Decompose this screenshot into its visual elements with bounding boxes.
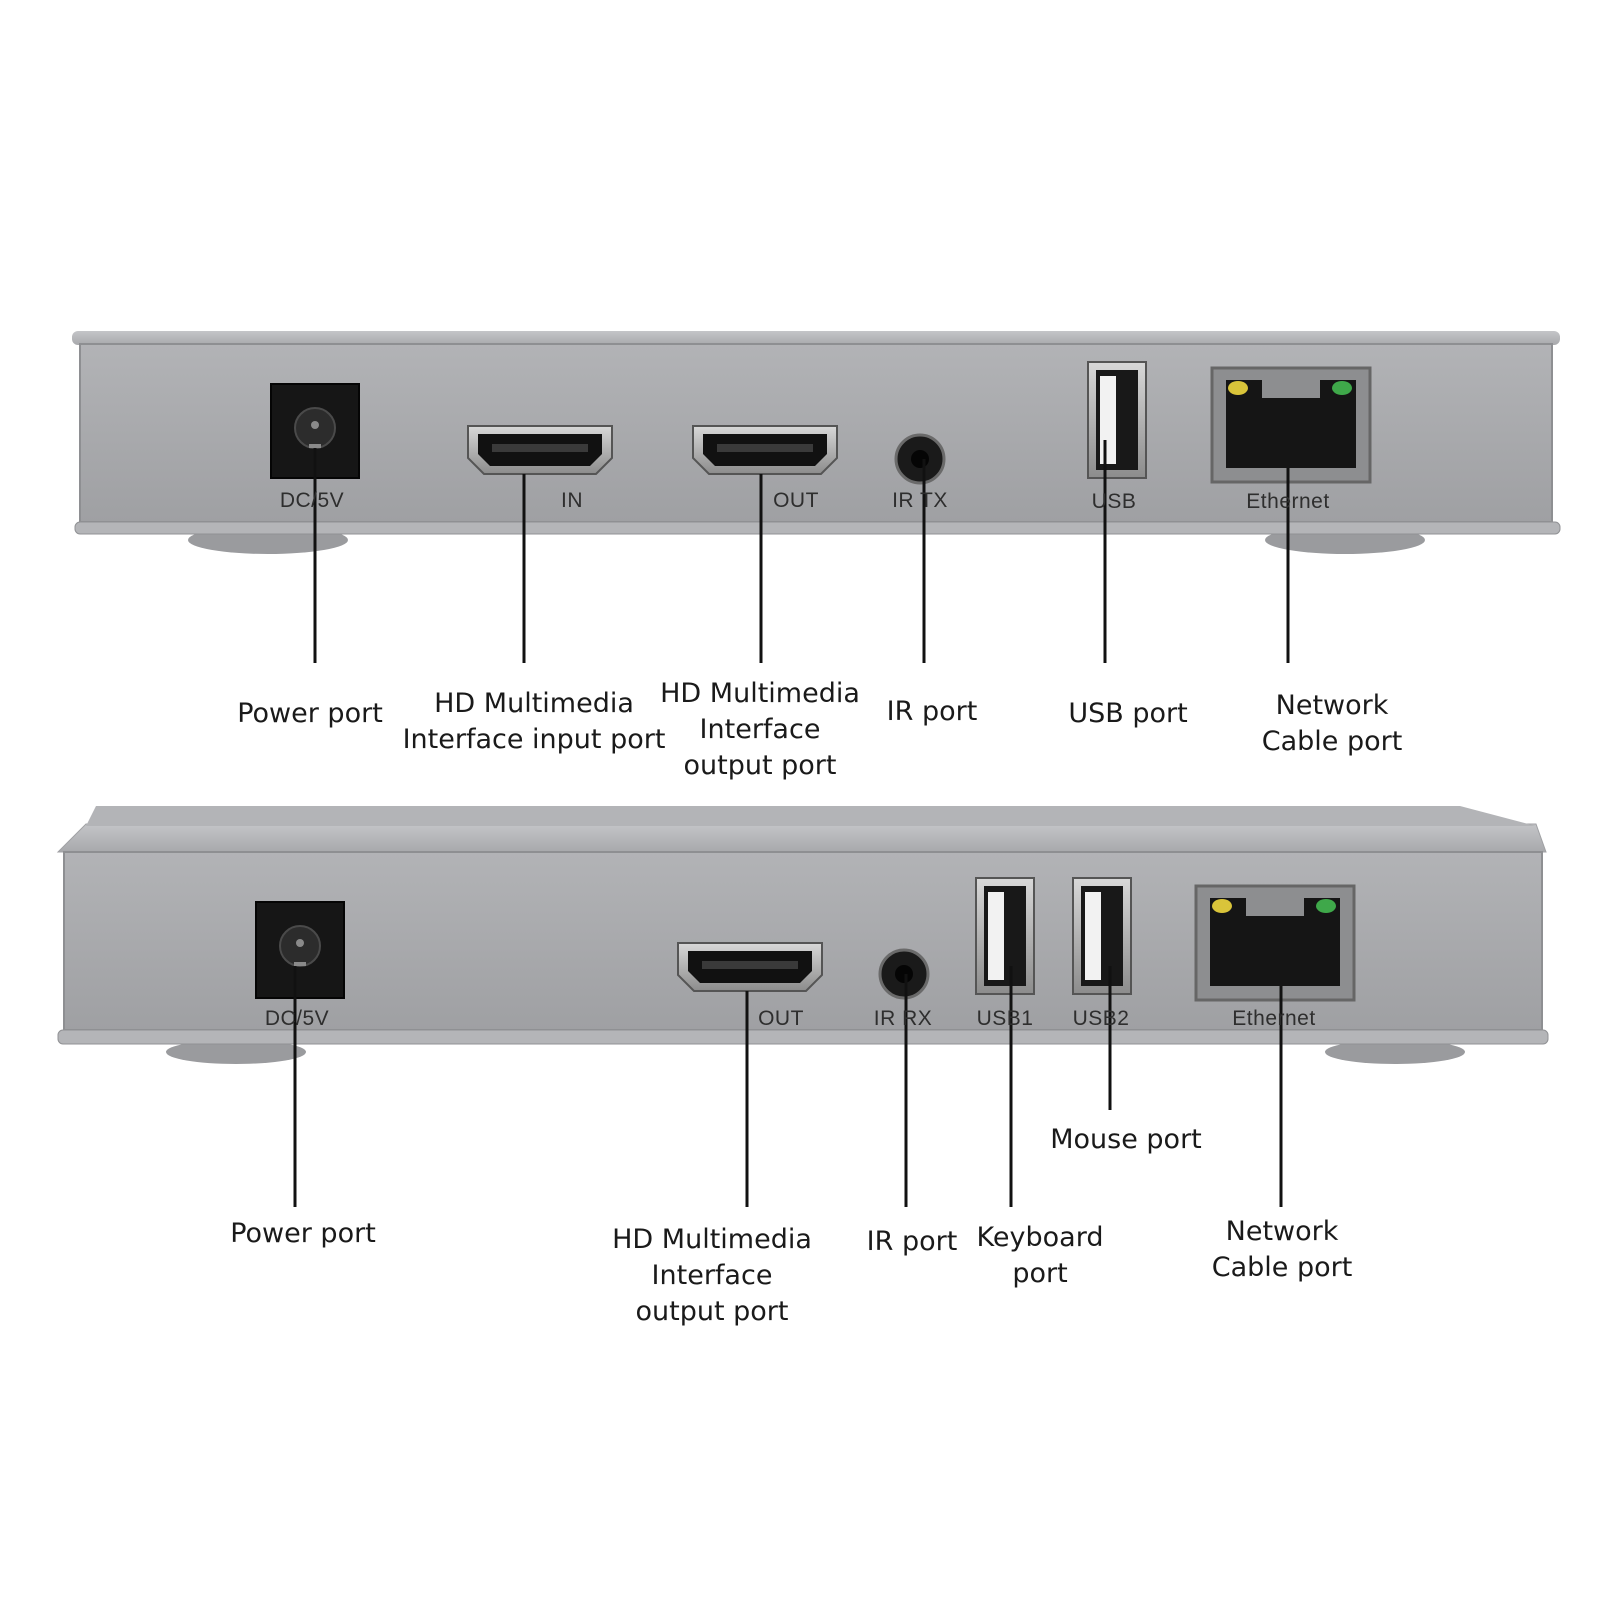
3.5mm-jack-icon [878,948,930,1000]
rj45-port-icon [1210,366,1372,484]
callout-line: output port [683,750,837,781]
rx-top-surface-back [86,806,1536,826]
rx-callout-ir: IR port [867,1224,958,1260]
rx-bottom-lip [57,1029,1549,1045]
tx-callout-power: Power port [237,696,383,732]
callout-line: Interface [651,1260,773,1291]
callout-line: Cable port [1261,726,1403,757]
tx-silk-usb: USB [1091,490,1137,513]
usb-a-port-icon [1072,877,1132,995]
rx-silk-dc: DC/5V [264,1007,330,1030]
callout-line: Interface input port [402,724,666,755]
tx-silk-dc: DC/5V [279,489,345,512]
rx-callout-mouse: Mouse port [1050,1122,1202,1158]
callout-line: USB port [1068,698,1188,729]
rj45-port-icon [1194,884,1356,1002]
callout-line: Cable port [1211,1252,1353,1283]
callout-line: port [1012,1258,1068,1289]
callout-line: Network [1275,690,1389,721]
dc-barrel-jack-icon [255,901,345,999]
callout-line: HD Multimedia [660,678,860,709]
hdmi-port-icon [692,425,838,475]
callout-line: Power port [237,698,383,729]
tx-callout-usb: USB port [1068,696,1187,732]
rx-silk-usb2: USB2 [1072,1007,1130,1030]
tx-silk-hdmi-in: IN [561,489,583,512]
led-yellow-icon [1228,381,1248,395]
tx-silk-ir: IR TX [892,489,948,512]
rx-silk-ir: IR RX [873,1007,933,1030]
rx-callout-power: Power port [230,1216,376,1252]
3.5mm-jack-icon [894,433,946,485]
tx-leader-lines [313,440,1290,663]
transmitter-unit [72,331,1561,663]
tx-callout-ir: IR port [887,694,978,730]
receiver-unit [56,806,1549,1207]
led-green-icon [1332,381,1352,395]
callout-line: IR port [886,696,978,727]
dc-barrel-jack-icon [270,383,360,479]
callout-line: IR port [866,1226,958,1257]
rx-foot-right [1325,1040,1465,1064]
callout-line: HD Multimedia [434,688,634,719]
tx-silk-ethernet: Ethernet [1246,490,1330,513]
rx-callout-keyboard: Keyboard port [977,1220,1104,1292]
rx-leader-lines [293,966,1283,1207]
tx-silk-hdmi-out: OUT [773,489,819,512]
tx-bottom-lip [74,521,1561,535]
callout-line: Keyboard [976,1222,1104,1253]
hdmi-port-icon [467,425,613,475]
led-green-icon [1316,899,1336,913]
rx-silk-hdmi-out: OUT [758,1007,804,1030]
rx-silk-usb1: USB1 [976,1007,1034,1030]
tx-top-lip [72,331,1560,345]
callout-line: HD Multimedia [612,1224,812,1255]
usb-a-port-icon [1087,361,1147,479]
callout-line: Mouse port [1050,1124,1202,1155]
rx-foot-left [166,1040,306,1064]
callout-line: output port [635,1296,789,1327]
callout-line: Interface [699,714,821,745]
led-yellow-icon [1212,899,1232,913]
callout-line: Network [1225,1216,1339,1247]
hdmi-port-icon [677,942,823,992]
rx-silk-ethernet: Ethernet [1232,1007,1316,1030]
rx-top-surface [56,823,1547,853]
usb-a-port-icon [975,877,1035,995]
callout-line: Power port [230,1218,376,1249]
